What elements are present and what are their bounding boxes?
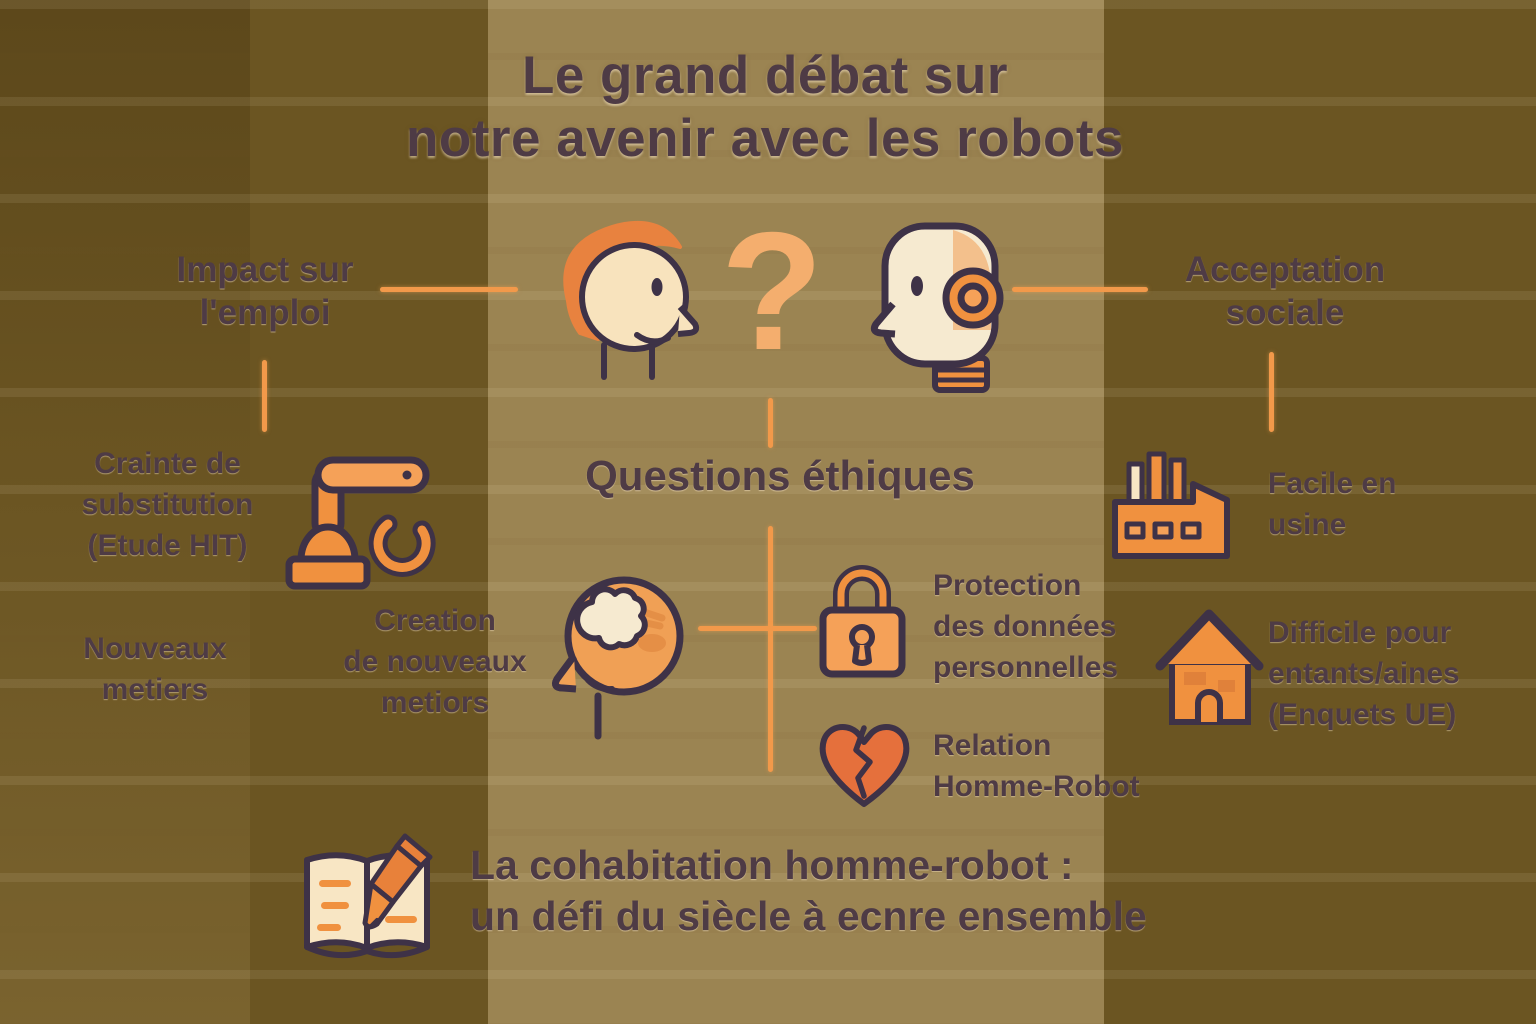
difficile-line-1: Difficile pour (1268, 616, 1452, 649)
crainte-line-2: substitution (81, 488, 254, 521)
house-icon (1152, 602, 1267, 732)
label-nouveaux-metiers: Nouveaux metiers (55, 628, 255, 710)
label-crainte-substitution: Crainte de substitution (Etude HIT) (55, 443, 280, 566)
title-line-2: notre avenir avec les robots (405, 109, 1124, 168)
label-creation-metiers: Creation de nouveaux metiors (320, 600, 550, 723)
connector-left-vertical (262, 360, 267, 432)
difficile-line-2: entants/aines (1268, 657, 1460, 690)
robot-head-icon (835, 200, 1005, 395)
protection-line-2: des données (933, 610, 1117, 643)
facile-line-2: usine (1268, 508, 1347, 541)
connector-center-vertical-top (768, 398, 773, 448)
right-branch-heading: Acceptation sociale (1145, 248, 1425, 334)
center-background-panel (488, 0, 1104, 1024)
creation-line-1: Creation (374, 604, 496, 637)
connector-right-horizontal (1012, 287, 1148, 292)
lock-icon (815, 552, 910, 682)
creation-line-2: de nouveaux (343, 645, 527, 678)
label-protection-donnees: Protection des données personnelles (933, 565, 1173, 688)
book-pen-icon (293, 828, 448, 976)
left-heading-line-2: l'emploi (199, 293, 331, 332)
caption-line-2: un défi du siècle à ecnre ensemble (470, 893, 1147, 939)
brain-head-icon (530, 548, 705, 743)
label-difficile-enfants: Difficile pour entants/aines (Enquets UE… (1268, 612, 1498, 735)
question-mark: ? (720, 197, 824, 385)
factory-icon (1105, 448, 1240, 563)
nouveaux-line-1: Nouveaux (83, 632, 227, 665)
connector-center-horizontal (698, 626, 817, 631)
nouveaux-line-2: metiers (101, 673, 209, 706)
robot-arm-icon (285, 448, 450, 598)
protection-line-3: personnelles (933, 651, 1119, 684)
broken-heart-icon (812, 712, 917, 812)
right-heading-line-1: Acceptation (1184, 250, 1386, 289)
relation-line-2: Homme-Robot (933, 770, 1140, 803)
crainte-line-3: (Etude HIT) (87, 529, 248, 562)
creation-line-3: metiors (380, 686, 490, 719)
human-head-icon (540, 205, 715, 400)
left-heading-line-1: Impact sur (176, 250, 354, 289)
label-facile-usine: Facile en usine (1268, 463, 1488, 545)
left-edge-shading (0, 0, 250, 1024)
connector-left-horizontal (380, 287, 518, 292)
left-branch-heading: Impact sur l'emploi (100, 248, 430, 334)
title-line-1: Le grand débat sur (521, 46, 1009, 105)
facile-line-1: Facile en (1268, 467, 1397, 500)
footer-caption: La cohabitation homme-robot : un défi du… (470, 840, 1190, 942)
relation-line-1: Relation (933, 729, 1052, 762)
caption-line-1: La cohabitation homme-robot : (470, 842, 1074, 888)
right-heading-line-2: sociale (1225, 293, 1345, 332)
protection-line-1: Protection (933, 569, 1082, 602)
center-heading: Questions éthiques (585, 452, 975, 499)
connector-right-vertical (1269, 352, 1274, 432)
label-relation-homme-robot: Relation Homme-Robot (933, 725, 1183, 807)
difficile-line-3: (Enquets UE) (1268, 698, 1457, 731)
connector-center-vertical-mid (768, 526, 773, 772)
crainte-line-1: Crainte de (94, 447, 241, 480)
page-title: Le grand débat sur notre avenir avec les… (300, 44, 1230, 170)
